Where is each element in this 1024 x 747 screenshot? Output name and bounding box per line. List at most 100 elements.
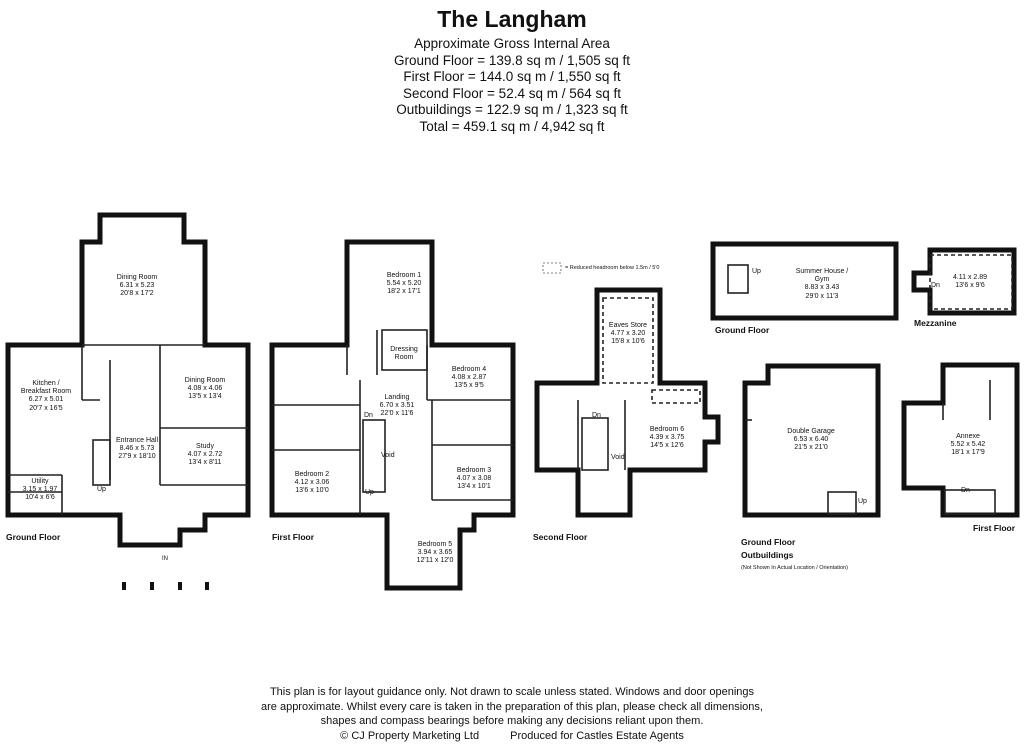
room-metric: 6.70 x 3.51: [379, 402, 415, 410]
interior-walls: [8, 254, 1013, 515]
room-name-2: Gym: [814, 276, 830, 284]
room-imperial: 10'4 x 6'6: [25, 494, 55, 502]
annexe-first-floor-label: First Floor: [973, 523, 1016, 533]
room-name: Study: [196, 443, 214, 450]
room-metric: 8.46 x 5.73: [119, 445, 155, 453]
room-name: Utility: [31, 478, 49, 485]
first-floor-outline: [269, 239, 516, 591]
room-imperial: 14'5 x 12'6: [650, 442, 684, 450]
room-imperial: 13'5 x 13'4: [188, 393, 222, 401]
entrance-pillars: [122, 582, 209, 590]
disclaimer-line-1: This plan is for layout guidance only. N…: [269, 686, 755, 698]
garage-outline: [742, 363, 881, 518]
room-bedroom-5: Bedroom 5 3.94 x 3.65 12'11 x 12'0: [417, 541, 454, 566]
room-imperial: 27'9 x 18'10: [118, 453, 156, 461]
room-metric: 4.08 x 4.06: [187, 385, 223, 393]
room-imperial: 13'6 x 10'0: [295, 487, 329, 495]
room-name: Bedroom 4: [451, 366, 487, 373]
room-metric: 4.07 x 3.08: [456, 475, 492, 483]
annexe-outline: [901, 362, 1020, 518]
room-metric: 4.39 x 3.75: [649, 434, 685, 442]
mezzanine-label: Mezzanine: [914, 318, 957, 328]
room-metric: 4.11 x 2.89: [952, 274, 988, 281]
room-metric: 5.54 x 5.20: [386, 280, 422, 288]
stairs-up-label: Up: [365, 489, 374, 496]
area-first-floor: First Floor = 144.0 sq m / 1,550 sq ft: [403, 69, 621, 85]
room-metric: 4.08 x 2.87: [451, 374, 487, 382]
room-annexe: Annexe 5.52 x 5.42 18'1 x 17'9: [951, 433, 986, 458]
room-bedroom-2: Bedroom 2 4.12 x 3.06 13'6 x 10'0: [295, 471, 330, 496]
room-kitchen: Kitchen / Breakfast Room 6.27 x 5.01 20'…: [21, 380, 71, 413]
room-imperial: 29'0 x 11'3: [805, 292, 839, 300]
room-imperial: 21'5 x 21'0: [794, 444, 828, 452]
room-metric: 6.27 x 5.01: [28, 396, 64, 404]
room-imperial: 12'11 x 12'0: [416, 557, 454, 565]
garage-up-label: Up: [858, 498, 867, 505]
reduced-headroom-swatch: [542, 262, 562, 274]
room-metric: 3.94 x 3.65: [417, 549, 453, 557]
area-heading: Approximate Gross Internal Area: [414, 36, 610, 51]
ground-floor-outline: [5, 212, 251, 548]
room-mezzanine: 4.11 x 2.89 13'6 x 9'6: [953, 274, 987, 290]
area-second-floor: Second Floor = 52.4 sq m / 564 sq ft: [403, 85, 621, 101]
area-summary: Approximate Gross Internal Area Ground F…: [0, 36, 1024, 136]
room-bedroom-3: Bedroom 3 4.07 x 3.08 13'4 x 10'1: [457, 467, 492, 492]
room-metric: 4.12 x 3.06: [294, 479, 330, 487]
room-imperial: 18'2 x 17'1: [387, 288, 421, 296]
room-dining-room-2: Dining Room 4.08 x 4.06 13'5 x 13'4: [185, 377, 225, 402]
room-name: Bedroom 3: [456, 467, 492, 474]
room-imperial: 20'8 x 17'2: [120, 290, 154, 298]
room-eaves-store: Eaves Store 4.77 x 3.20 15'8 x 10'6: [609, 322, 647, 347]
plan-title: The Langham: [437, 6, 587, 32]
outbuildings-label: Outbuildings: [741, 550, 794, 560]
stairs-down-label: Dn: [592, 412, 601, 419]
annexe-dn-label: Dn: [961, 487, 970, 494]
room-name: Eaves Store: [608, 322, 648, 329]
void-label: Void: [381, 452, 395, 459]
room-entrance-hall: Entrance Hall 8.46 x 5.73 27'9 x 18'10: [116, 437, 158, 462]
summer-house-up-label: Up: [752, 268, 761, 275]
room-dining-room-1: Dining Room 6.31 x 5.23 20'8 x 17'2: [117, 274, 157, 299]
room-landing: Landing 6.70 x 3.51 22'0 x 11'6: [380, 394, 415, 419]
room-study: Study 4.07 x 2.72 13'4 x 8'11: [188, 443, 223, 468]
room-metric: 6.31 x 5.23: [119, 282, 155, 290]
room-imperial: 13'6 x 9'6: [955, 282, 985, 290]
reduced-headroom-legend: = Reduced headroom below 1.5m / 5'0: [565, 265, 660, 271]
copyright-credit: © CJ Property Marketing Ltd: [340, 729, 480, 742]
room-metric: 6.53 x 6.40: [793, 436, 829, 444]
room-name: Bedroom 1: [386, 272, 422, 279]
room-name: Annexe: [956, 433, 980, 440]
disclaimer-line-3: shapes and compass bearings before makin…: [320, 715, 704, 727]
room-metric: 5.52 x 5.42: [950, 441, 986, 449]
room-metric: 8.83 x 3.43: [804, 284, 840, 292]
room-name-2: Breakfast Room: [20, 388, 72, 396]
room-name: Double Garage: [787, 428, 835, 435]
outbuilding-ground-floor-label: Ground Floor: [715, 325, 770, 335]
disclaimer-line-2: are approximate. Whilst every care is ta…: [261, 700, 763, 713]
room-imperial: 18'1 x 17'9: [951, 449, 985, 457]
room-name: Bedroom 5: [417, 541, 453, 548]
area-ground-floor: Ground Floor = 139.8 sq m / 1,505 sq ft: [393, 52, 630, 68]
room-name: Kitchen /: [32, 380, 60, 387]
second-floor-label: Second Floor: [533, 532, 588, 542]
room-imperial: 13'4 x 8'11: [188, 459, 222, 467]
room-name: Summer House /: [795, 268, 849, 275]
room-imperial: 15'8 x 10'6: [611, 338, 645, 346]
room-imperial: 22'0 x 11'6: [380, 410, 414, 418]
room-name: Landing: [384, 394, 410, 401]
room-bedroom-6: Bedroom 6 4.39 x 3.75 14'5 x 12'6: [650, 426, 685, 451]
room-dressing-room: Dressing Room: [390, 346, 418, 362]
room-imperial: 13'4 x 10'1: [457, 483, 491, 491]
room-bedroom-4: Bedroom 4 4.08 x 2.87 13'5 x 9'5: [452, 366, 487, 391]
room-metric: 4.07 x 2.72: [187, 451, 223, 459]
mezzanine-dn-label: Dn: [931, 282, 940, 289]
room-name: Dining Room: [184, 377, 226, 384]
room-metric: 3.15 x 1.97: [22, 486, 58, 494]
stairs-down-label: Dn: [364, 412, 373, 419]
room-imperial: 13'5 x 9'5: [454, 382, 484, 390]
credits: © CJ Property Marketing Ltd Produced for…: [0, 729, 1024, 744]
room-bedroom-1: Bedroom 1 5.54 x 5.20 18'2 x 17'1: [387, 272, 422, 297]
room-name: Dressing: [390, 346, 418, 353]
outbuildings-note: (Not Shown In Actual Location / Orientat…: [741, 565, 849, 571]
